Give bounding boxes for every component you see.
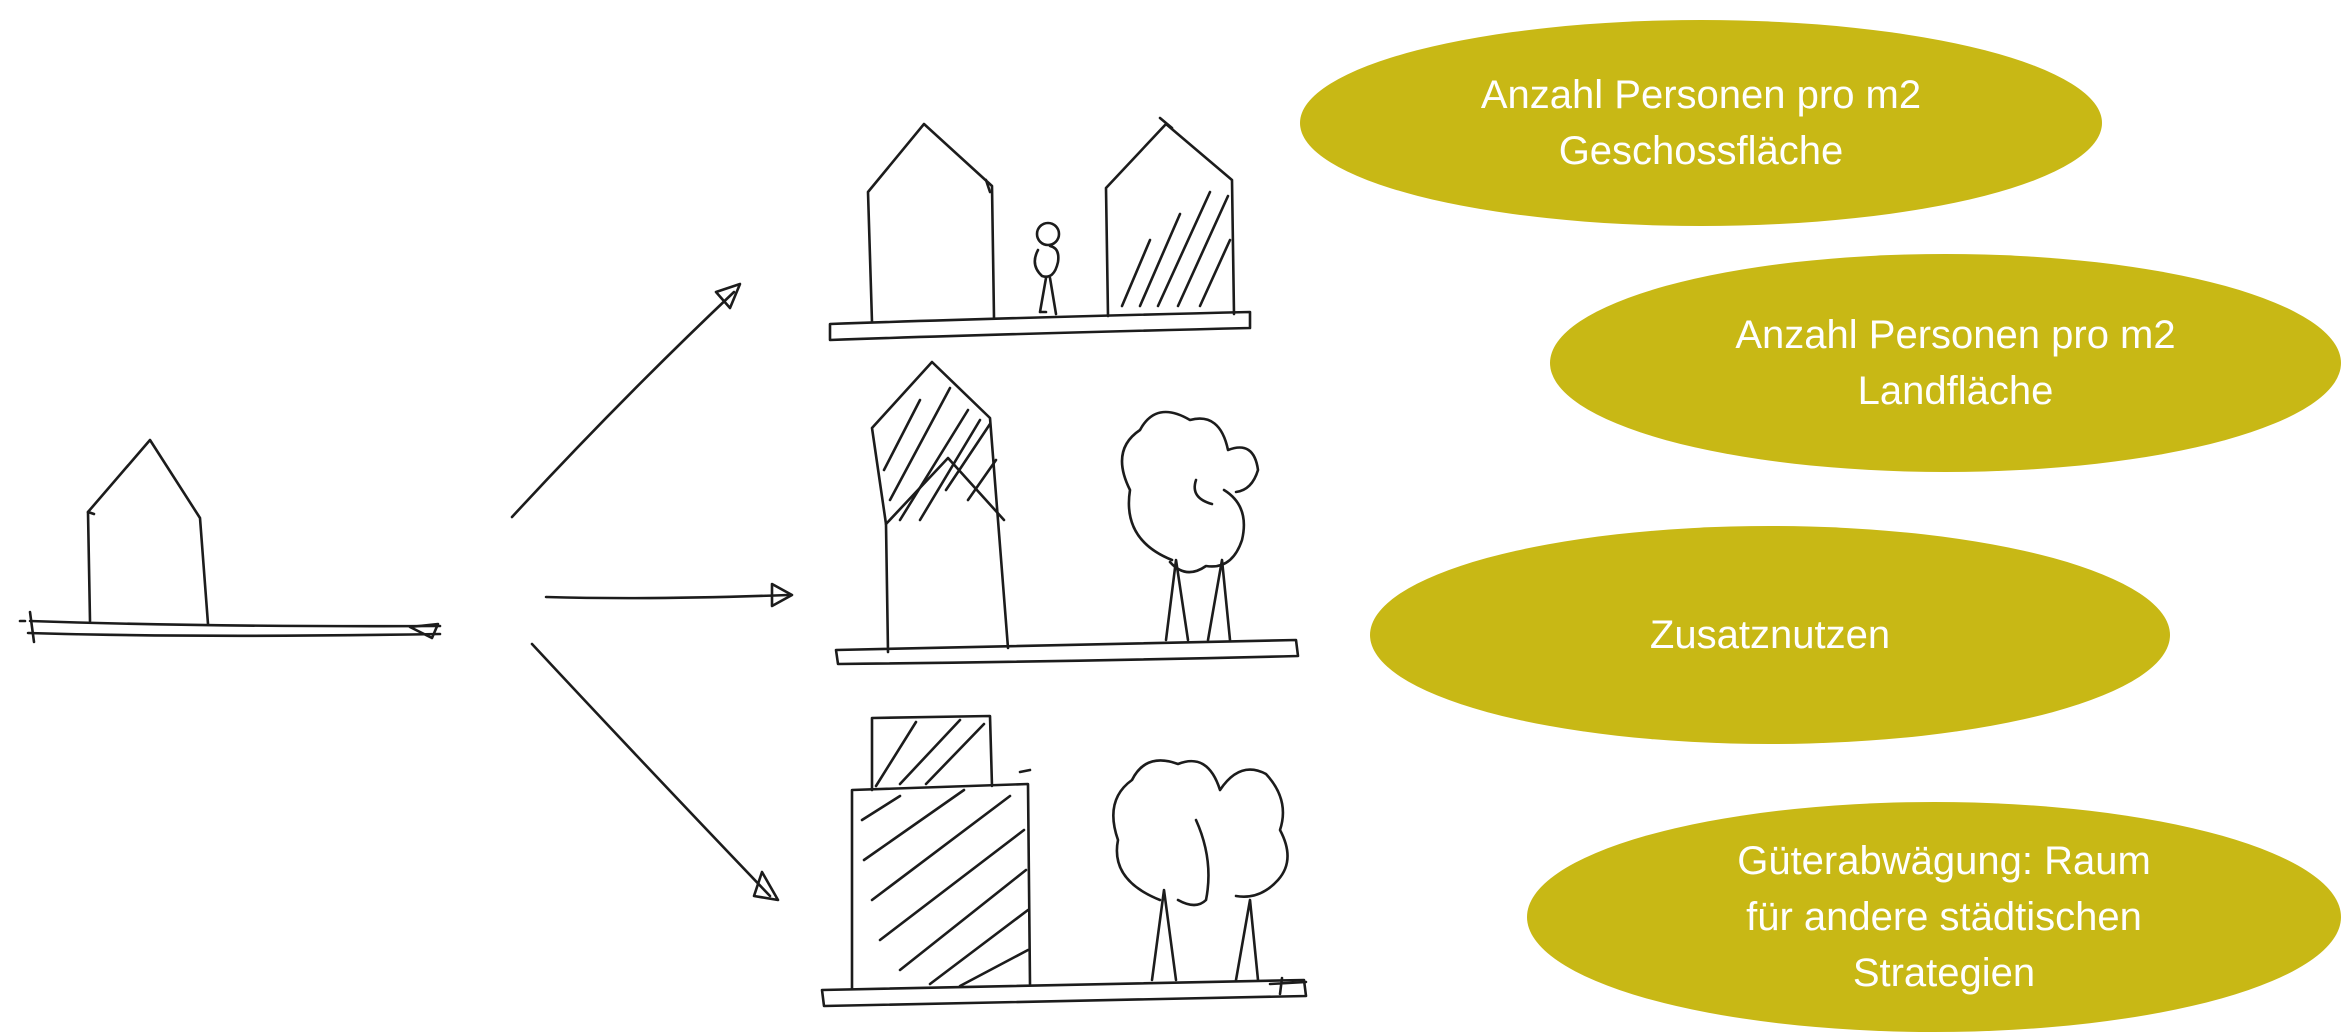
panel-land-area-sketch (834, 360, 1300, 666)
label-additional-use-text: Zusatznutzen (1649, 613, 1891, 657)
arrow-up (510, 282, 742, 519)
label-ellipse-land-area: Anzahl Personen pro m2 Landfläche (1550, 254, 2341, 472)
arrow-middle (544, 582, 794, 608)
panel-additional-use-sketch (820, 714, 1308, 1008)
label-floor-area-text: Anzahl Personen pro m2 Geschossfläche (1480, 73, 1922, 173)
label-ellipse-additional-use: Zusatznutzen (1370, 526, 2170, 744)
arrow-down (530, 642, 780, 902)
label-ellipse-floor-area: Anzahl Personen pro m2 Geschossfläche (1300, 20, 2102, 226)
label-land-area-text: Anzahl Personen pro m2 Landfläche (1735, 313, 2176, 413)
label-ellipse-tradeoff: Güterabwägung: Raum für andere städtisch… (1527, 802, 2341, 1032)
panel-floor-area-sketch (828, 116, 1252, 342)
label-tradeoff-text: Güterabwägung: Raum für andere städtisch… (1737, 839, 2151, 995)
original-house-sketch (18, 438, 442, 644)
